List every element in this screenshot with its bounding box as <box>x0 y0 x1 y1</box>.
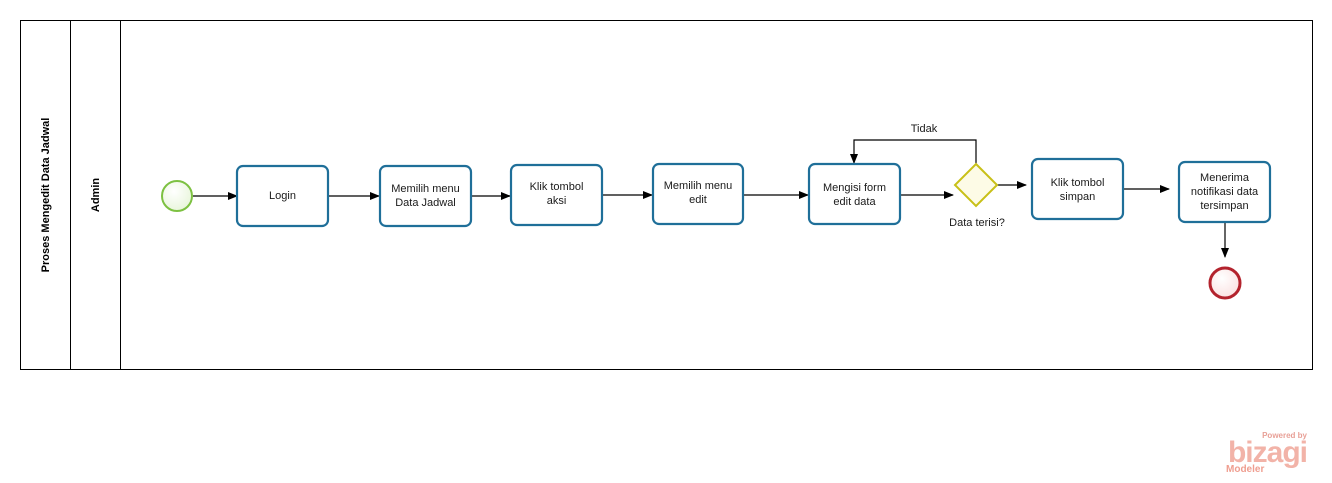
task-menerima-notifikasi: Menerima notifikasi data tersimpan <box>1177 160 1272 224</box>
bizagi-watermark: Powered by bizagi Modeler <box>1226 431 1308 475</box>
task-label-line2: edit <box>689 194 707 206</box>
lane-title: Admin <box>90 178 102 213</box>
task-label-line1: Memilih menu <box>664 180 732 192</box>
task-label-line1: Menerima <box>1200 172 1250 184</box>
task-label-line3: tersimpan <box>1200 200 1248 212</box>
gateway-label: Data terisi? <box>949 217 1005 229</box>
pool-title: Proses Mengedit Data Jadwal <box>40 118 52 273</box>
loop-label: Tidak <box>911 123 938 135</box>
sequence-flows: Tidak <box>193 123 1229 258</box>
watermark-product: Modeler <box>1226 464 1264 475</box>
task-login: Login <box>235 164 330 228</box>
task-label-line1: Klik tombol <box>1051 177 1105 189</box>
task-label-line2: Data Jadwal <box>395 197 456 209</box>
start-event <box>161 180 193 212</box>
task-label-line1: Klik tombol <box>530 181 584 193</box>
task-label-line1: Mengisi form <box>823 182 886 194</box>
watermark-brand: bizagi <box>1228 436 1307 469</box>
task-label-line1: Memilih menu <box>391 183 459 195</box>
end-event <box>1208 266 1242 300</box>
task-label: Login <box>269 190 296 202</box>
watermark-powered: Powered by <box>1262 431 1307 440</box>
task-memilih-menu-edit: Memilih menu edit <box>651 162 745 226</box>
flow-loop-tidak <box>850 139 977 164</box>
task-label-line2: edit data <box>833 196 876 208</box>
task-memilih-menu-data-jadwal: Memilih menu Data Jadwal <box>378 164 473 228</box>
task-mengisi-form-edit-data: Mengisi form edit data <box>807 162 902 226</box>
task-label-line2: simpan <box>1060 191 1095 203</box>
gateway-data-terisi: Data terisi? <box>949 162 1005 229</box>
task-label-line2: notifikasi data <box>1191 186 1259 198</box>
task-klik-tombol-aksi: Klik tombol aksi <box>509 163 604 227</box>
task-klik-tombol-simpan: Klik tombol simpan <box>1030 157 1125 221</box>
task-label-line2: aksi <box>547 195 567 207</box>
